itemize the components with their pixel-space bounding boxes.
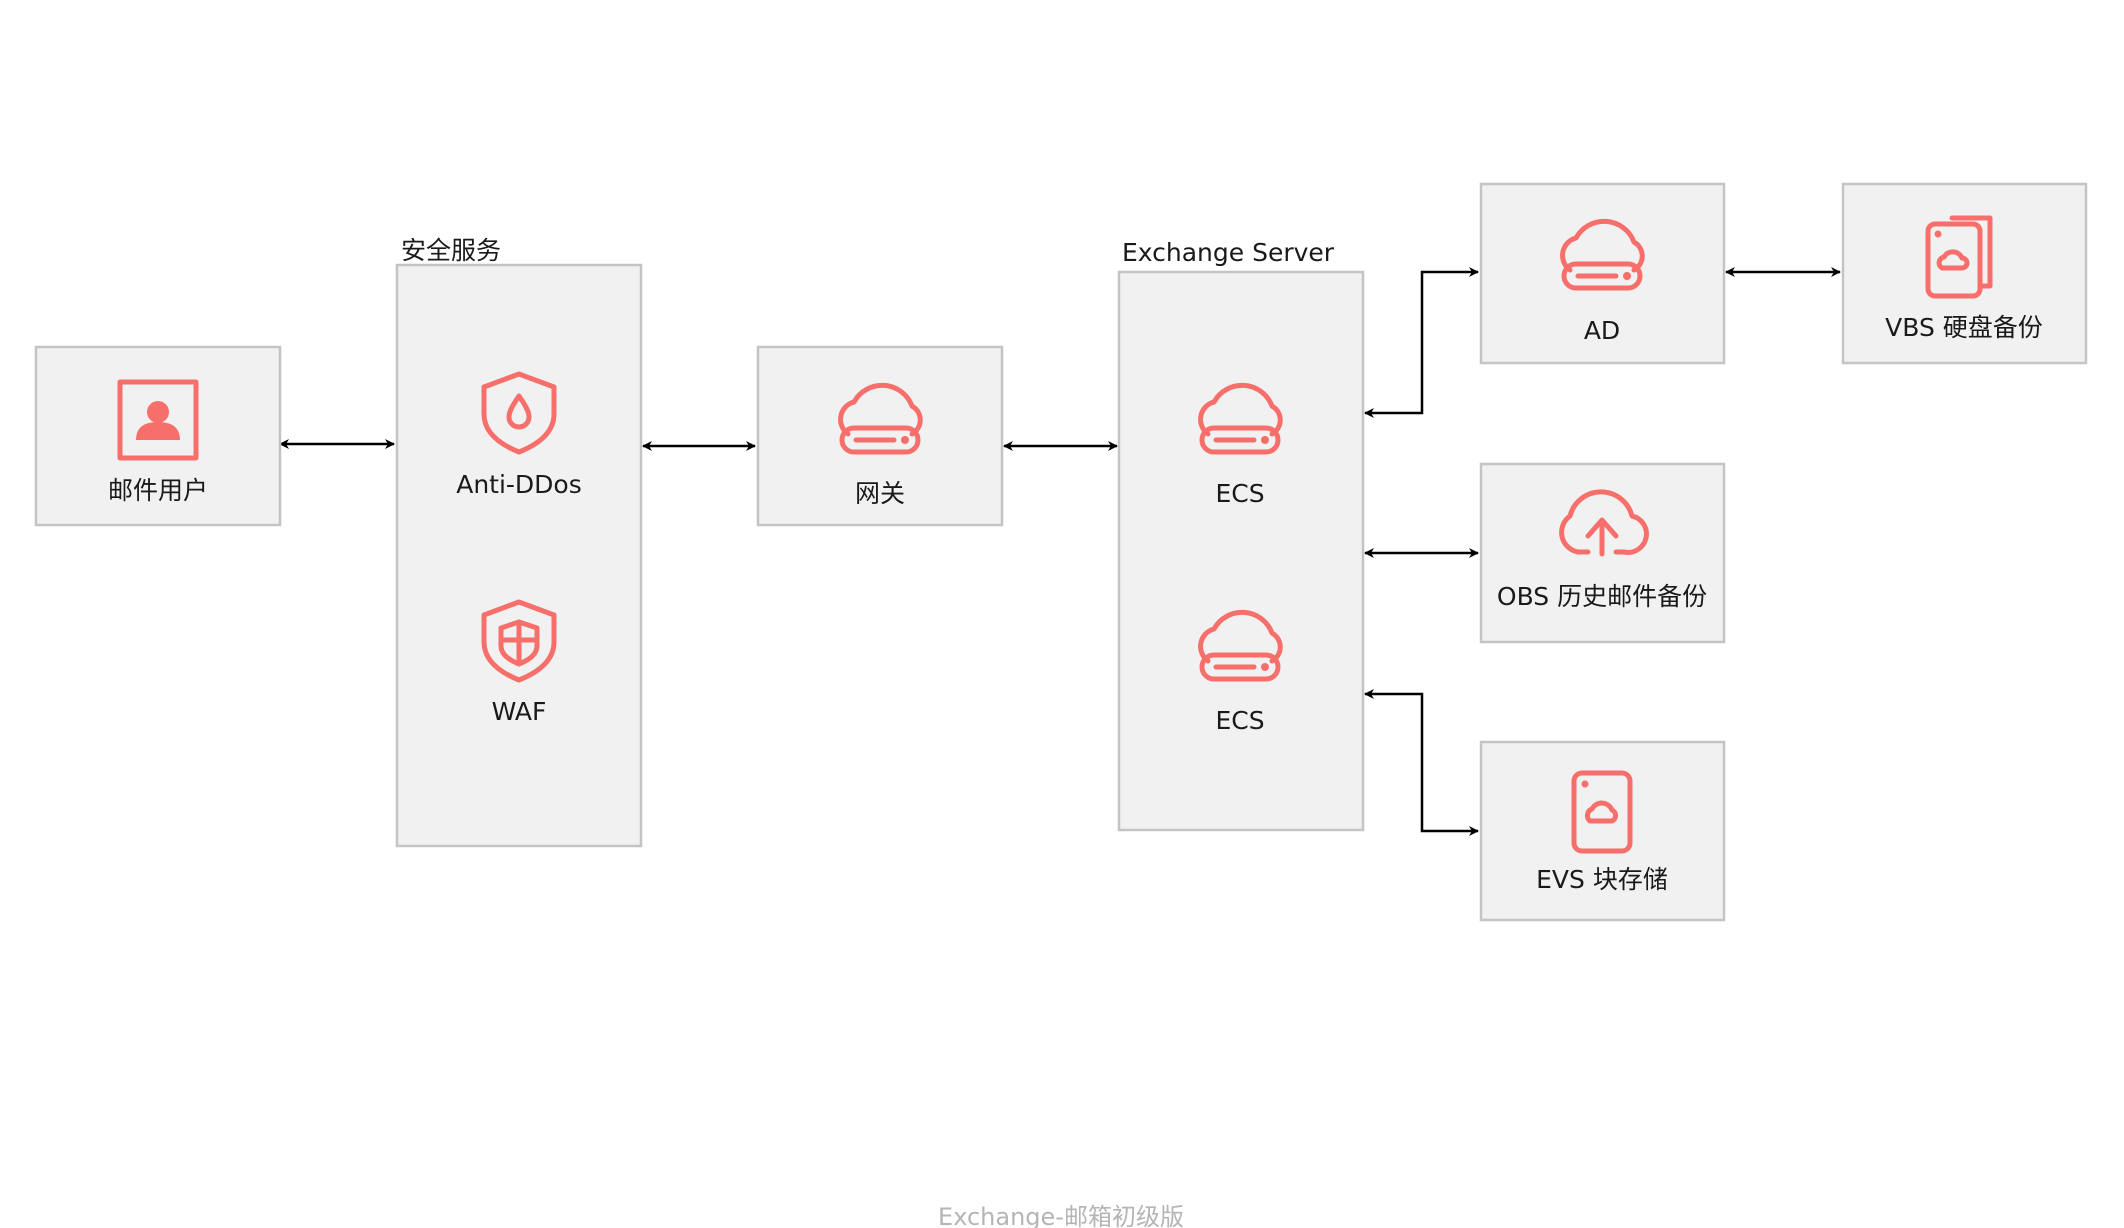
node-mail-user-label: 邮件用户: [108, 476, 208, 505]
node-ecs-2-label: ECS: [1215, 706, 1264, 735]
node-vbs-box: [1841, 182, 2088, 365]
connector-exchange-ad: [1364, 267, 1479, 418]
group-exchange-server-title: Exchange Server: [1122, 238, 1335, 267]
node-ad-label: AD: [1584, 316, 1620, 345]
node-evs[interactable]: EVS 块存储: [1479, 740, 1726, 922]
shield-firewall-icon: [481, 599, 557, 683]
node-gateway[interactable]: 网关: [756, 345, 1004, 527]
node-waf-label: WAF: [492, 697, 547, 726]
user-icon: [117, 379, 199, 461]
connectors: [279, 267, 1841, 836]
cloud-upload-icon: [1559, 489, 1649, 557]
node-anti-ddos-label: Anti-DDos: [456, 470, 582, 499]
node-gateway-label: 网关: [855, 479, 905, 508]
group-exchange-server-box: [1117, 270, 1365, 832]
node-ecs-1-label: ECS: [1215, 479, 1264, 508]
group-security-service-box: [395, 263, 643, 848]
node-vbs-label: VBS 硬盘备份: [1885, 313, 2043, 342]
node-anti-ddos[interactable]: Anti-DDos: [456, 371, 582, 499]
node-mail-user[interactable]: 邮件用户: [34, 345, 282, 527]
disk-icon: [1571, 770, 1633, 854]
group-security-service: 安全服务 Anti-DDos WAF: [395, 236, 643, 848]
group-exchange-server: Exchange Server ECS ECS: [1117, 238, 1365, 832]
node-obs-label: OBS 历史邮件备份: [1497, 582, 1707, 611]
node-waf[interactable]: WAF: [481, 599, 557, 726]
node-obs[interactable]: OBS 历史邮件备份: [1479, 462, 1726, 644]
node-vbs[interactable]: VBS 硬盘备份: [1841, 182, 2088, 365]
connector-exchange-evs: [1364, 689, 1479, 836]
disk-backup-icon: [1925, 215, 1993, 299]
node-gateway-box: [756, 345, 1004, 527]
shield-drop-icon: [481, 371, 557, 455]
node-evs-label: EVS 块存储: [1536, 865, 1668, 894]
node-ad[interactable]: AD: [1479, 182, 1726, 365]
group-security-service-title: 安全服务: [401, 236, 501, 265]
node-ecs-2[interactable]: ECS: [1201, 612, 1281, 735]
node-ecs-1[interactable]: ECS: [1201, 385, 1281, 508]
diagram-caption: Exchange-邮箱初级版: [938, 1203, 1184, 1228]
